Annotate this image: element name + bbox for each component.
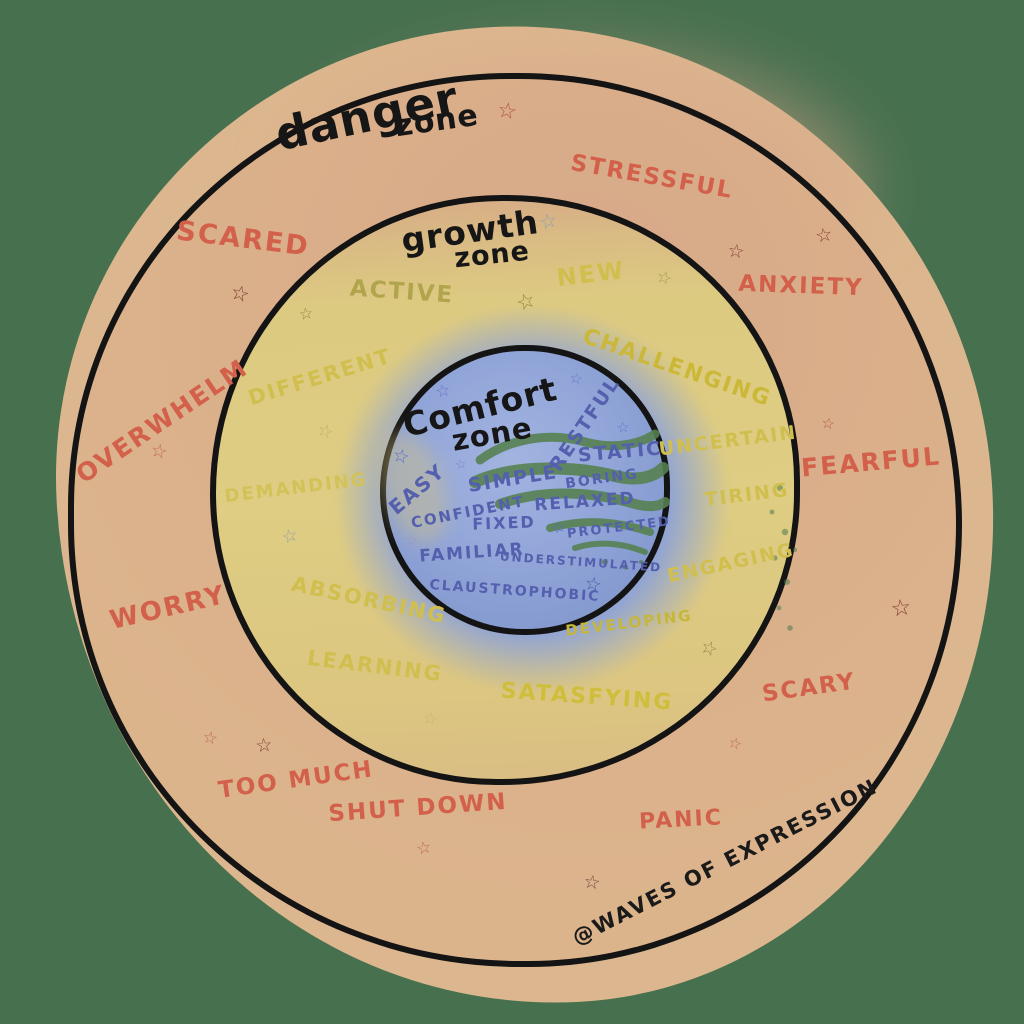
star-icon: ☆	[227, 279, 253, 308]
word-different: DIFFERENT	[245, 343, 395, 411]
word-too-much: TOO MUCH	[216, 756, 376, 804]
star-icon: ☆	[888, 594, 913, 623]
star-icon: ☆	[615, 417, 631, 438]
word-stressful: STRESSFUL	[568, 149, 736, 205]
word-panic: PANIC	[638, 805, 724, 835]
star-icon: ☆	[726, 733, 745, 755]
star-icon: ☆	[403, 530, 419, 551]
word-worry: WORRY	[107, 580, 229, 636]
star-icon: ☆	[297, 303, 315, 324]
word-fearful: FEARFUL	[799, 441, 943, 483]
star-icon: ☆	[200, 727, 220, 750]
word-scared: SCARED	[174, 215, 312, 263]
word-satasfying: SATASFYING	[499, 678, 675, 716]
star-icon: ☆	[453, 456, 469, 474]
star-icon: ☆	[414, 837, 434, 860]
star-icon: ☆	[726, 239, 747, 264]
word-fixed: FIXED	[471, 512, 537, 534]
green-speckles-icon	[769, 485, 797, 631]
word-anxiety: ANXIETY	[737, 270, 865, 302]
star-icon: ☆	[582, 870, 603, 895]
star-icon: ☆	[279, 524, 301, 549]
star-icon: ☆	[536, 207, 560, 235]
star-icon: ☆	[567, 368, 585, 389]
star-icon: ☆	[495, 97, 519, 126]
star-icon: ☆	[254, 733, 274, 758]
star-icon: ☆	[512, 287, 539, 317]
comfort-zone-circle	[380, 345, 670, 635]
star-icon: ☆	[697, 635, 722, 662]
star-icon: ☆	[653, 266, 675, 291]
zone-label-growth-line2: zone	[452, 235, 532, 275]
star-icon: ☆	[819, 413, 837, 434]
star-icon: ☆	[313, 418, 337, 445]
green-scribble-icon	[469, 429, 670, 570]
word-scary: SCARY	[760, 668, 858, 708]
word-new: NEW	[555, 255, 627, 293]
word-uncertain: UNCERTAIN	[657, 421, 799, 461]
star-icon: ☆	[813, 223, 835, 248]
star-icon: ☆	[420, 707, 440, 732]
word-demanding: DEMANDING	[223, 468, 369, 508]
word-shut-down: SHUT DOWN	[327, 788, 509, 828]
word-active: ACTIVE	[348, 275, 456, 309]
word-learning: LEARNING	[305, 645, 445, 687]
word-overwhelm: OVERWHELM	[70, 352, 254, 490]
